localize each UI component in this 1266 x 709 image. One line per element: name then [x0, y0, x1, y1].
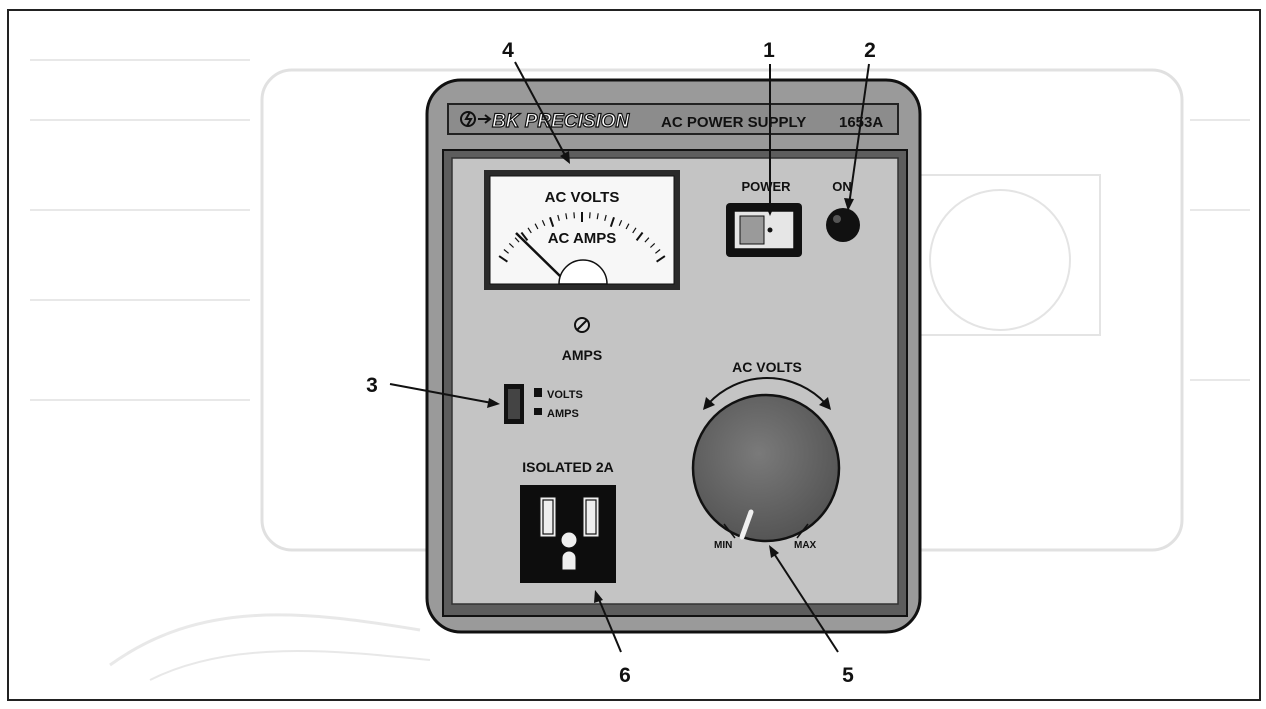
- meter-tick: [649, 242, 656, 248]
- meter-tick: [632, 227, 637, 234]
- meter-select-switch[interactable]: [504, 384, 524, 424]
- meter-tick: [596, 213, 599, 220]
- zero-adjust-screw-icon[interactable]: [574, 317, 590, 333]
- arrow-left-icon: [703, 397, 715, 410]
- max-tick: [796, 523, 809, 539]
- meter-tick: [604, 214, 607, 221]
- knob-pointer: [739, 509, 754, 540]
- meter-tick: [655, 249, 661, 254]
- bk-logo-icon: [460, 111, 492, 127]
- brand-name: BK PRECISION: [492, 111, 631, 132]
- meter-tick: [565, 213, 568, 220]
- callout-3: 3: [366, 374, 378, 397]
- product-name: AC POWER SUPPLY: [661, 114, 806, 131]
- on-label: ON: [832, 179, 852, 194]
- meter-tick: [534, 223, 539, 230]
- min-tick: [723, 523, 736, 539]
- meter-tick: [527, 227, 532, 234]
- knob-label: AC VOLTS: [732, 359, 802, 375]
- meter-tick: [508, 242, 515, 248]
- power-switch[interactable]: [726, 203, 802, 257]
- meter-label-volts: AC VOLTS: [545, 189, 620, 206]
- meter-scale: [498, 212, 666, 263]
- callout-6: 6: [619, 664, 631, 687]
- callout-2: 2: [864, 39, 876, 62]
- isolated-outlet[interactable]: [520, 485, 616, 583]
- meter-tick: [609, 216, 615, 228]
- meter-tick: [618, 219, 623, 226]
- meter-tick: [520, 231, 529, 242]
- amps-position-icon: [534, 408, 542, 415]
- meter-tick: [541, 219, 546, 226]
- switch-volts-label: VOLTS: [547, 389, 583, 401]
- meter-needle-hub: [558, 259, 608, 285]
- meter-tick: [625, 223, 630, 230]
- meter-tick: [498, 255, 508, 263]
- meter-tick: [514, 237, 520, 243]
- knob-min-label: MIN: [714, 540, 732, 551]
- meter-tick: [635, 231, 644, 242]
- arrow-right-icon: [819, 397, 831, 410]
- meter-tick: [644, 237, 650, 243]
- meter-label-amps: AC AMPS: [548, 230, 617, 247]
- meter-tick: [503, 249, 509, 254]
- meter-needle: [515, 232, 561, 277]
- on-indicator-lamp: [826, 208, 860, 242]
- knob-max-label: MAX: [794, 540, 817, 551]
- meter-tick: [573, 212, 575, 219]
- callout-4: 4: [502, 39, 514, 62]
- meter-tick: [656, 255, 666, 263]
- brand-bar: [447, 103, 899, 135]
- callout-leaders: [389, 61, 870, 653]
- callout-5: 5: [842, 664, 854, 687]
- rotation-arrow: [707, 377, 827, 405]
- outlet-label: ISOLATED 2A: [522, 459, 614, 475]
- power-label: POWER: [741, 179, 791, 194]
- meter-tick: [549, 216, 555, 228]
- lamp-highlight: [833, 215, 841, 223]
- volts-position-icon: [534, 388, 542, 397]
- meter-tick: [557, 214, 560, 221]
- ac-volts-knob[interactable]: [691, 393, 841, 543]
- amps-label: AMPS: [562, 347, 602, 363]
- meter-tick: [589, 212, 591, 219]
- switch-amps-label: AMPS: [547, 408, 579, 420]
- callout-1: 1: [763, 39, 775, 62]
